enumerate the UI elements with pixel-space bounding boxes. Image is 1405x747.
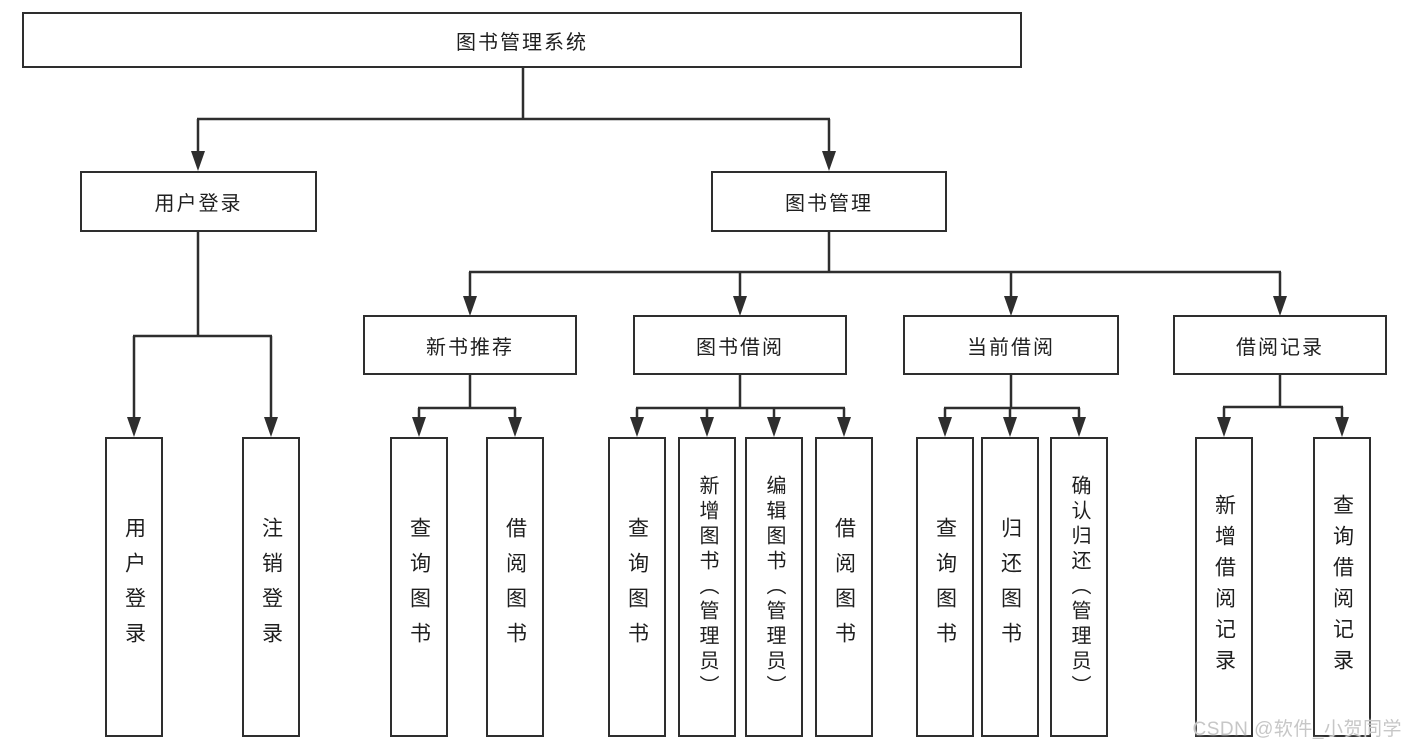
leaf-add-borrow-record-label: 新增借阅记录: [1212, 494, 1236, 680]
leaf-borrow-books-borrowing-label: 借阅图书: [832, 517, 856, 657]
node-root-system: 图书管理系统: [22, 12, 1022, 68]
leaf-query-books-current: 查询图书: [916, 437, 974, 737]
leaf-return-books: 归还图书: [981, 437, 1039, 737]
node-user-login-label: 用户登录: [154, 193, 243, 215]
node-current-borrowing: 当前借阅: [903, 315, 1119, 375]
node-new-book-recommend-label: 新书推荐: [426, 336, 514, 359]
leaf-confirm-return-admin-label: 确认归还（管理员）: [1068, 474, 1090, 700]
leaf-logout: 注销登录: [242, 437, 300, 737]
leaf-query-books-borrowing-label: 查询图书: [625, 517, 649, 657]
node-root-label: 图书管理系统: [456, 31, 588, 54]
leaf-query-books-borrowing: 查询图书: [608, 437, 666, 737]
leaf-logout-label: 注销登录: [259, 517, 283, 657]
leaf-user-login-label: 用户登录: [122, 517, 146, 657]
leaf-user-login: 用户登录: [105, 437, 163, 737]
leaf-edit-books-admin-label: 编辑图书（管理员）: [763, 474, 785, 700]
leaf-borrow-books-borrowing: 借阅图书: [815, 437, 873, 737]
leaf-return-books-label: 归还图书: [998, 517, 1022, 657]
csdn-watermark: CSDN @软件_小贺同学: [1192, 719, 1402, 740]
leaf-query-books-recommend: 查询图书: [390, 437, 448, 737]
leaf-query-borrow-record-label: 查询借阅记录: [1330, 494, 1354, 680]
node-book-borrowing: 图书借阅: [633, 315, 847, 375]
leaf-query-books-current-label: 查询图书: [933, 517, 957, 657]
leaf-edit-books-admin: 编辑图书（管理员）: [745, 437, 803, 737]
node-new-book-recommend: 新书推荐: [363, 315, 577, 375]
node-book-management: 图书管理: [711, 171, 947, 232]
leaf-borrow-books-recommend: 借阅图书: [486, 437, 544, 737]
leaf-add-books-admin-label: 新增图书（管理员）: [696, 474, 718, 700]
leaf-borrow-books-recommend-label: 借阅图书: [503, 517, 527, 657]
node-book-management-label: 图书管理: [785, 193, 873, 215]
leaf-query-books-recommend-label: 查询图书: [407, 517, 431, 657]
leaf-add-borrow-record: 新增借阅记录: [1195, 437, 1253, 737]
node-borrowing-records-label: 借阅记录: [1236, 336, 1324, 359]
node-book-borrowing-label: 图书借阅: [696, 336, 784, 359]
leaf-confirm-return-admin: 确认归还（管理员）: [1050, 437, 1108, 737]
node-borrowing-records: 借阅记录: [1173, 315, 1387, 375]
node-user-login: 用户登录: [80, 171, 317, 232]
leaf-query-borrow-record: 查询借阅记录: [1313, 437, 1371, 737]
leaf-add-books-admin: 新增图书（管理员）: [678, 437, 736, 737]
node-current-borrowing-label: 当前借阅: [967, 336, 1055, 359]
